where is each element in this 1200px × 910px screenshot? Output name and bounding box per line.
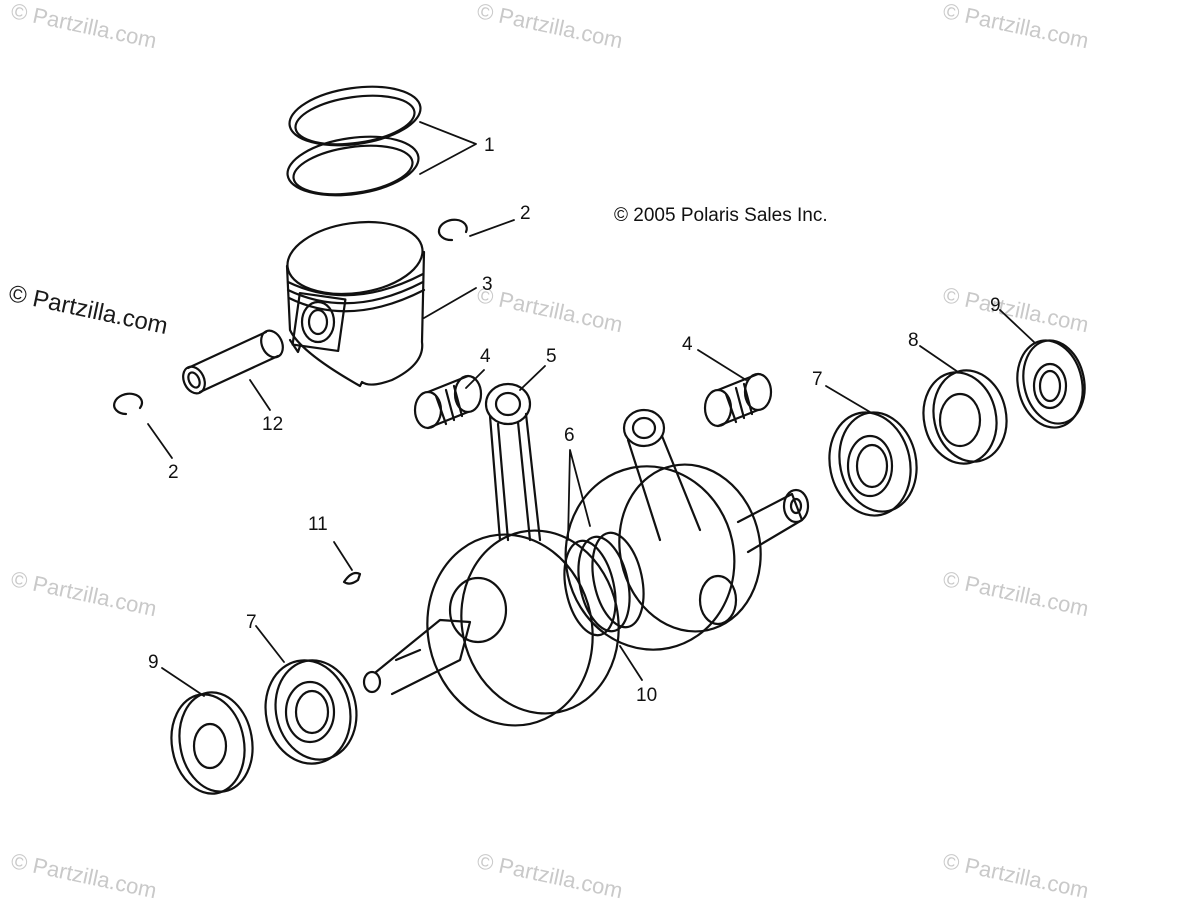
callout-seal-left: 7 — [246, 612, 257, 633]
seal — [264, 659, 358, 765]
callout-rod: 5 — [546, 346, 557, 367]
callout-seal-right: 7 — [812, 369, 823, 390]
callout-crank-center: 6 — [564, 425, 575, 446]
bearing-seal — [922, 369, 1008, 465]
connecting-rod — [622, 408, 702, 542]
piston — [285, 220, 426, 388]
callout-labyrinth: 10 — [636, 685, 657, 706]
callout-pin: 12 — [262, 414, 283, 435]
callout-washer-left: 9 — [148, 652, 159, 673]
washer — [1016, 339, 1086, 429]
callout-bearing-left: 4 — [480, 346, 491, 367]
seal — [828, 411, 918, 517]
circlip — [113, 218, 468, 416]
connecting-rod — [484, 382, 542, 542]
callout-bearing-right: 4 — [682, 334, 693, 355]
callout-key: 11 — [308, 514, 328, 535]
callout-washer-right: 9 — [990, 295, 1001, 316]
callout-clip-right: 2 — [520, 203, 531, 224]
callout-rings: 1 — [484, 135, 495, 156]
woodruff-key — [342, 571, 362, 585]
needle-bearing — [703, 372, 773, 428]
piston-rings — [286, 85, 422, 197]
callout-piston: 3 — [482, 274, 493, 295]
callout-clip-left: 2 — [168, 462, 179, 483]
leader-lines — [147, 121, 1035, 697]
wrist-pin — [182, 329, 284, 395]
copyright-text: © 2005 Polaris Sales Inc. — [614, 205, 828, 226]
needle-bearing — [413, 374, 483, 430]
callout-bearing-seal-right: 8 — [908, 330, 919, 351]
crankshaft — [362, 463, 810, 727]
washer — [170, 691, 254, 795]
